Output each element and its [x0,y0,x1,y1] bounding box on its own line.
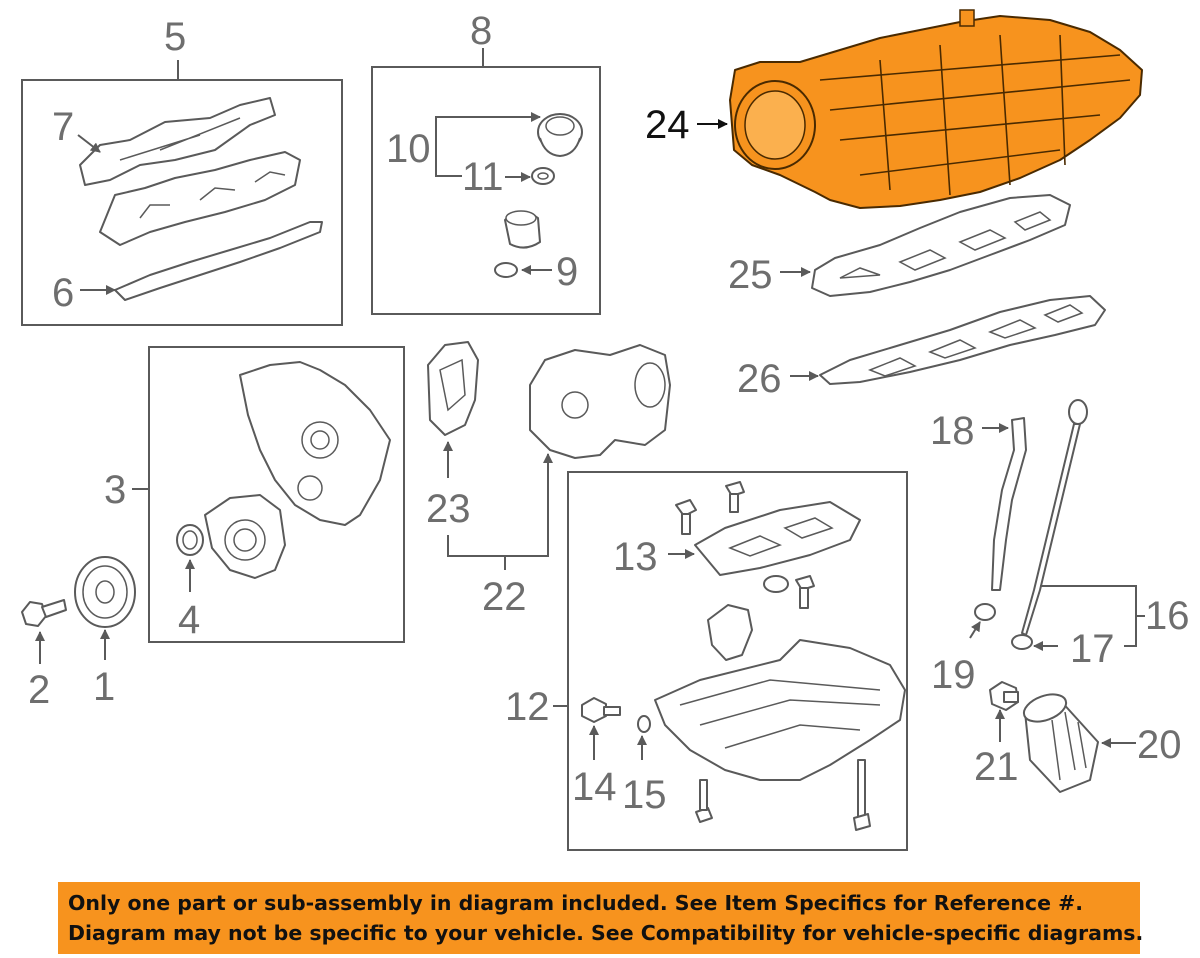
label-5: 5 [164,15,186,59]
valve-cover[interactable] [99,151,301,246]
label-16: 16 [1145,594,1190,638]
valve-cover-group: 5 7 6 [21,15,343,326]
part-6-gasket[interactable] [114,221,323,301]
label-18: 18 [930,409,975,453]
label-8: 8 [470,9,492,53]
pan-bolt[interactable] [695,779,713,823]
part-16-dipstick[interactable] [1021,399,1088,636]
oil-filler-group: 8 10 11 9 [371,9,601,315]
part-14-drain-plug[interactable] [581,697,621,723]
part-25-manifold-gasket[interactable] [811,194,1071,297]
oil-pickup[interactable] [707,604,753,661]
label-26: 26 [737,357,782,401]
part-13-baffle[interactable] [694,501,861,576]
part-2-bolt[interactable] [21,599,67,627]
label-6: 6 [52,271,74,315]
label-1: 1 [93,665,115,709]
label-14: 14 [572,765,617,809]
oil-pump-housing[interactable] [529,344,671,459]
label-11: 11 [462,155,504,199]
label-24: 24 [645,103,690,147]
part-15-washer[interactable] [637,715,651,733]
label-21: 21 [974,745,1019,789]
label-20: 20 [1137,723,1182,767]
baffle-bolt[interactable] [675,499,697,535]
engine-parts-diagram: 5 7 6 8 10 11 9 [21,9,1190,851]
label-10: 10 [386,127,431,171]
part-24-intake-manifold[interactable] [729,9,1143,209]
label-19: 19 [931,653,976,697]
part-19-washer[interactable] [974,603,996,621]
label-4: 4 [178,598,200,642]
label-3: 3 [104,468,126,512]
label-2: 2 [28,668,50,712]
baffle-bolt[interactable] [725,481,745,513]
label-7: 7 [52,105,74,149]
part-21-sensor[interactable] [989,681,1019,711]
pan-long-bolt[interactable] [853,759,871,831]
label-22: 22 [482,575,527,619]
timing-cover-group: 3 4 [104,346,405,643]
part-18-dipstick-tube[interactable] [991,417,1027,591]
oil-pan-group: 12 13 14 [505,471,908,851]
label-12: 12 [505,685,550,729]
label-15: 15 [622,773,667,817]
disclaimer-banner: Only one part or sub-assembly in diagram… [58,882,1144,954]
label-9: 9 [556,250,578,294]
baffle-bolt[interactable] [795,575,815,609]
part-17-o-ring[interactable] [1011,634,1033,650]
disclaimer-line-2: Diagram may not be specific to your vehi… [68,921,1144,945]
label-17: 17 [1070,627,1115,671]
label-23: 23 [426,487,471,531]
disclaimer-line-1: Only one part or sub-assembly in diagram… [68,891,1084,915]
label-25: 25 [728,253,773,297]
part-20-oil-filter[interactable] [1020,689,1099,793]
part-9-o-ring[interactable] [494,262,518,278]
label-13: 13 [613,535,658,579]
part-1-crank-pulley[interactable] [74,556,136,628]
plug[interactable] [763,575,789,593]
